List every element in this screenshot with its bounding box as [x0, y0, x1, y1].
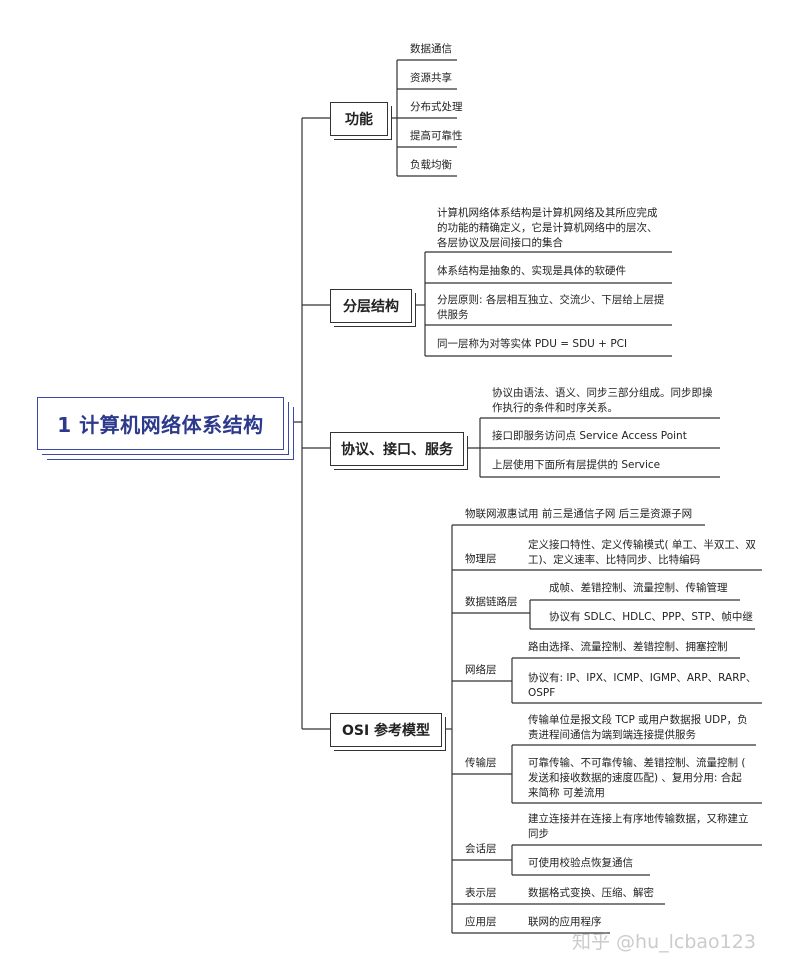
text-line: 建立连接并在连接上有序地传输数据，又称建立	[528, 813, 749, 825]
layer-item-abstract: 体系结构是抽象的、实现是具体的软硬件	[437, 265, 626, 277]
text-line: 来简称 可差流用	[528, 787, 605, 799]
text-line: 同步	[528, 828, 549, 840]
text-line: 作执行的条件和时序关系。	[492, 402, 618, 414]
osi-layer-physical: 物理层	[465, 553, 497, 565]
text-line: 协议有: IP、IPX、ICMP、IGMP、ARP、RARP、	[528, 672, 757, 684]
application-detail: 联网的应用程序	[528, 916, 602, 928]
branch-layered-structure-label: 分层结构	[343, 299, 399, 315]
datalink-detail-functions: 成帧、差错控制、流量控制、传输管理	[549, 582, 728, 594]
osi-intro: 物联网淑惠试用 前三是通信子网 后三是资源子网	[465, 508, 693, 520]
osi-layer-network: 网络层	[465, 664, 497, 676]
text-line: 工)、定义速率、比特同步、比特编码	[528, 554, 701, 566]
function-item: 资源共享	[410, 72, 452, 84]
branch-protocol-label: 协议、接口、服务	[341, 442, 453, 458]
transport-detail-unit: 传输单位是报文段 TCP 或用户数据报 UDP，负 责进程间通信为端到端连接提供…	[528, 713, 748, 743]
osi-layer-transport: 传输层	[465, 757, 497, 769]
text-line: 各层协议及层间接口的集合	[437, 237, 563, 249]
protocol-item-service: 上层使用下面所有层提供的 Service	[492, 459, 661, 471]
watermark: 知乎 @hu_lcbao123	[572, 931, 756, 953]
protocol-item-sap: 接口即服务访问点 Service Access Point	[492, 430, 687, 442]
text-line: 传输单位是报文段 TCP 或用户数据报 UDP，负	[528, 714, 748, 726]
session-detail-checkpoint: 可使用校验点恢复通信	[528, 857, 633, 869]
function-item: 负载均衡	[410, 159, 452, 171]
layer-item-definition: 计算机网络体系结构是计算机网络及其所应完成 的功能的精确定义，它是计算机网络中的…	[437, 206, 658, 251]
presentation-detail: 数据格式变换、压缩、解密	[528, 887, 654, 899]
osi-layer-session: 会话层	[465, 843, 497, 855]
text-line: 协议由语法、语义、同步三部分组成。同步即操	[492, 387, 713, 399]
text-line: 的功能的精确定义，它是计算机网络中的层次、	[437, 222, 658, 234]
branch-osi-label: OSI 参考模型	[341, 723, 431, 739]
datalink-detail-protocols: 协议有 SDLC、HDLC、PPP、STP、帧中继	[549, 611, 753, 623]
session-detail-connection: 建立连接并在连接上有序地传输数据，又称建立 同步	[528, 812, 749, 842]
branch-osi-model: OSI 参考模型	[330, 713, 442, 747]
root-node: 1 计算机网络体系结构	[37, 397, 284, 450]
text-line: 责进程间通信为端到端连接提供服务	[528, 729, 696, 741]
text-line: 计算机网络体系结构是计算机网络及其所应完成	[437, 207, 658, 219]
network-detail-protocols: 协议有: IP、IPX、ICMP、IGMP、ARP、RARP、 OSPF	[528, 671, 756, 701]
layer-item-peer: 同一层称为对等实体 PDU = SDU + PCI	[437, 338, 628, 350]
text-line: OSPF	[528, 687, 556, 699]
text-line: 发送和接收数据的速度匹配) 、复用分用: 合起	[528, 772, 742, 784]
function-item: 数据通信	[410, 43, 452, 55]
physical-detail: 定义接口特性、定义传输模式( 单工、半双工、双 工)、定义速率、比特同步、比特编…	[528, 538, 756, 568]
text-line: 可靠传输、不可靠传输、差错控制、流量控制 (	[528, 757, 746, 769]
osi-layer-presentation: 表示层	[465, 887, 497, 899]
branch-protocol-interface-service: 协议、接口、服务	[330, 432, 464, 466]
branch-function-label: 功能	[345, 112, 373, 128]
text-line: 供服务	[437, 309, 469, 321]
function-item: 提高可靠性	[410, 130, 463, 142]
function-item: 分布式处理	[410, 101, 463, 113]
root-node-label: 1 计算机网络体系结构	[57, 413, 264, 437]
text-line: 分层原则: 各层相互独立、交流少、下层给上层提	[437, 294, 665, 306]
network-detail-functions: 路由选择、流量控制、差错控制、拥塞控制	[528, 641, 728, 653]
branch-layered-structure: 分层结构	[330, 289, 412, 323]
branch-function: 功能	[330, 102, 388, 136]
osi-layer-application: 应用层	[465, 916, 497, 928]
layer-item-principle: 分层原则: 各层相互独立、交流少、下层给上层提 供服务	[437, 293, 664, 323]
protocol-item-components: 协议由语法、语义、同步三部分组成。同步即操 作执行的条件和时序关系。	[492, 386, 713, 416]
transport-detail-reliability: 可靠传输、不可靠传输、差错控制、流量控制 ( 发送和接收数据的速度匹配) 、复用…	[528, 756, 745, 801]
text-line: 定义接口特性、定义传输模式( 单工、半双工、双	[528, 539, 756, 551]
osi-layer-datalink: 数据链路层	[465, 596, 518, 608]
